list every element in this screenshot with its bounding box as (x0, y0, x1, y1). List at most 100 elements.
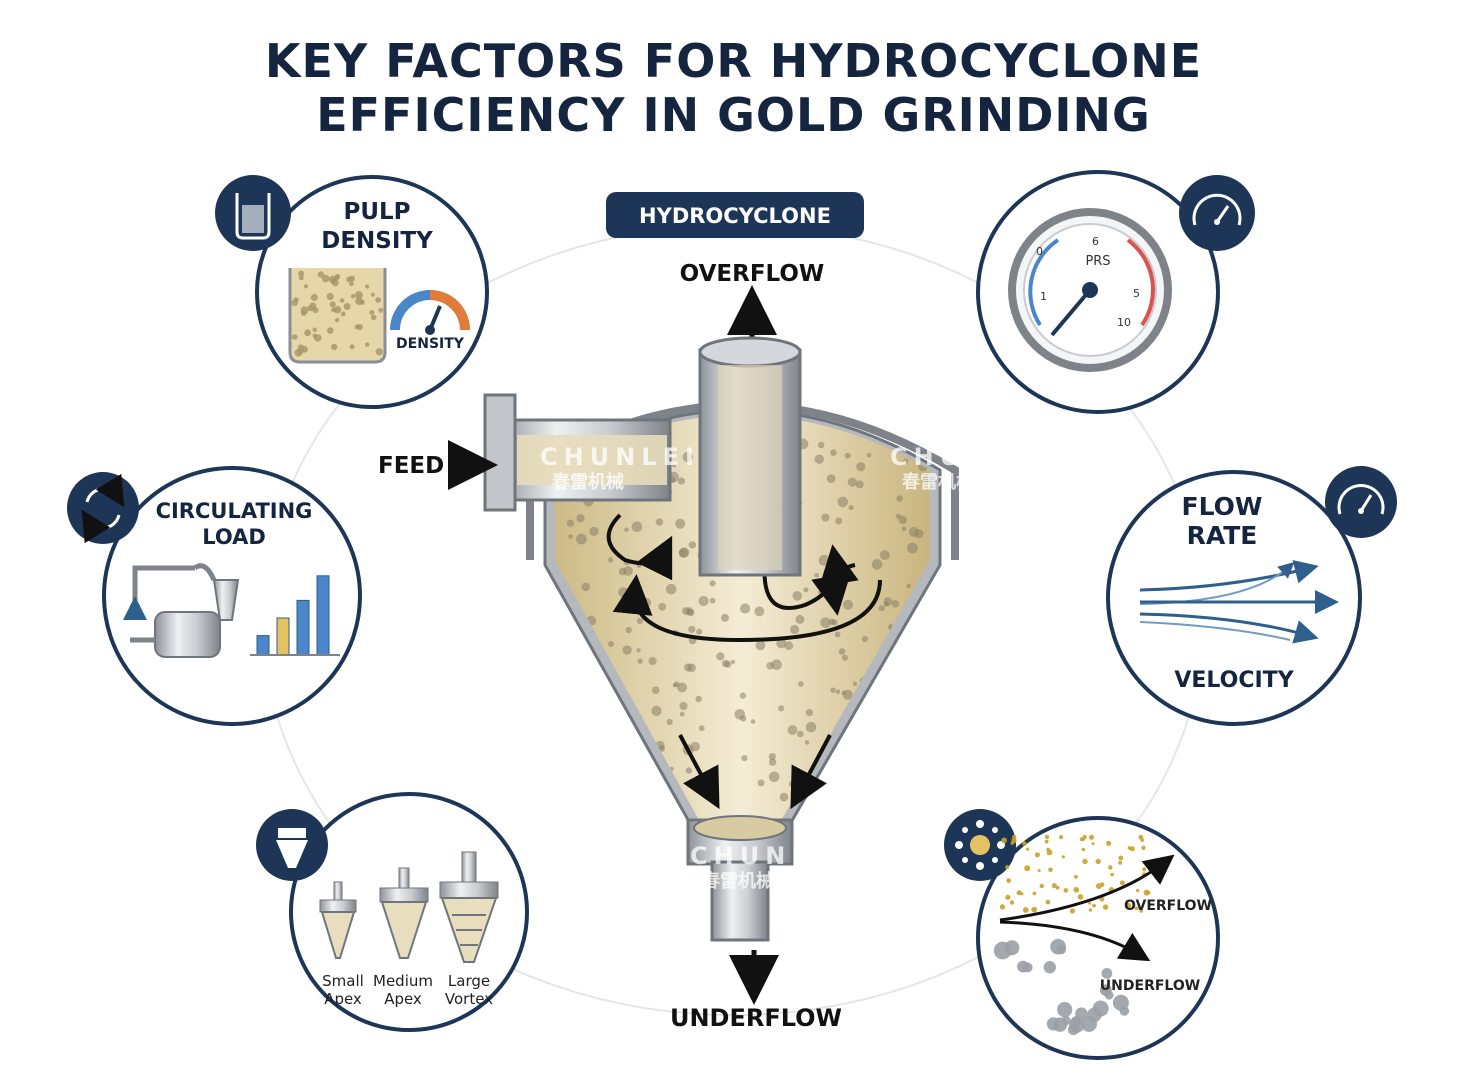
particle (651, 705, 662, 717)
particle (304, 284, 308, 289)
particle (605, 766, 615, 776)
particle (787, 725, 798, 735)
particle-cluster-icon (955, 820, 1005, 870)
particle (563, 783, 571, 791)
particle (1134, 906, 1139, 911)
particle (921, 832, 930, 840)
particle (679, 711, 685, 717)
particle (666, 718, 673, 726)
particle (636, 617, 644, 625)
particle (798, 681, 804, 687)
particle (1045, 899, 1051, 905)
particle (562, 808, 568, 814)
particle (590, 695, 596, 701)
particle (329, 301, 336, 308)
particle (1044, 834, 1050, 840)
particle (1139, 909, 1143, 913)
down-arrow-left (678, 734, 720, 810)
particle (354, 324, 360, 330)
particle (843, 599, 853, 610)
particle (1089, 834, 1094, 840)
medium-apex-label-1: Medium (373, 972, 433, 990)
particle (682, 607, 690, 615)
particle (901, 754, 909, 762)
particle (672, 463, 677, 468)
particle (1006, 878, 1012, 883)
grinding-circuit-icon (123, 563, 240, 658)
particle (853, 736, 864, 747)
recycle-icon (81, 473, 125, 544)
particle (885, 800, 891, 805)
particle (675, 518, 686, 529)
particle (826, 761, 836, 771)
particle (1112, 994, 1129, 1011)
particle (900, 727, 907, 734)
particle (1046, 847, 1051, 852)
particle (1005, 894, 1011, 900)
particle (370, 292, 375, 297)
particle (750, 719, 756, 724)
particle (847, 477, 857, 487)
particle (716, 652, 725, 661)
particle (755, 640, 766, 651)
particle (1101, 968, 1113, 979)
particle (614, 700, 618, 705)
particle (912, 668, 923, 679)
particle (838, 648, 846, 655)
particle (677, 477, 686, 485)
pressure-unit: PRS (1085, 254, 1110, 269)
particle (1001, 837, 1007, 844)
particle (651, 686, 660, 694)
particle (788, 781, 795, 787)
particle (1104, 990, 1114, 1000)
particle-underflow-label: UNDERFLOW (1100, 978, 1200, 994)
particle (863, 776, 870, 784)
particle (817, 441, 825, 449)
load-bar-3 (296, 599, 310, 656)
particle (721, 659, 730, 668)
particle (556, 634, 566, 643)
particle (837, 496, 849, 508)
particle (333, 306, 342, 314)
particle (327, 327, 334, 334)
particle (855, 480, 864, 489)
particle (576, 533, 587, 545)
particle (1092, 903, 1096, 908)
particle (581, 667, 590, 676)
particle (757, 779, 765, 787)
dial-mark-10: 10 (1117, 316, 1131, 329)
coarse-particles (993, 938, 1130, 1036)
particle (1095, 858, 1101, 865)
particle (685, 767, 693, 774)
circulating-load-label-2: LOAD (202, 525, 266, 549)
particle (1017, 960, 1029, 973)
density-gauge-icon (390, 290, 470, 335)
particle (828, 618, 836, 625)
large-vortex-label-1: Large (448, 972, 490, 990)
watermark-latin-2: CHUNLEI (890, 443, 1050, 471)
particle (1034, 852, 1040, 858)
watermark-group: CHUNLEI 春雷机械 CHUNLEI 春雷机械 CHUNLEI 春雷机械 (540, 443, 1050, 892)
factor-pressure: PRS 0 1 5 6 10 (976, 170, 1255, 414)
particle (866, 453, 872, 458)
particle (565, 724, 571, 730)
beaker-icon (235, 193, 271, 240)
particle (779, 792, 789, 802)
particle (885, 677, 894, 686)
cyclone-small-apex-icon (319, 881, 357, 959)
particle (851, 769, 863, 781)
particle (624, 527, 629, 532)
particle (627, 754, 636, 763)
particle (695, 695, 702, 703)
particle (667, 824, 675, 833)
particle (844, 452, 851, 459)
particle (871, 559, 883, 570)
underflow-label: UNDERFLOW (670, 1004, 842, 1032)
particle (830, 687, 836, 693)
particle (314, 334, 322, 342)
particle (861, 635, 869, 643)
particle (343, 303, 351, 310)
particle (1073, 887, 1080, 893)
particle (636, 648, 641, 653)
